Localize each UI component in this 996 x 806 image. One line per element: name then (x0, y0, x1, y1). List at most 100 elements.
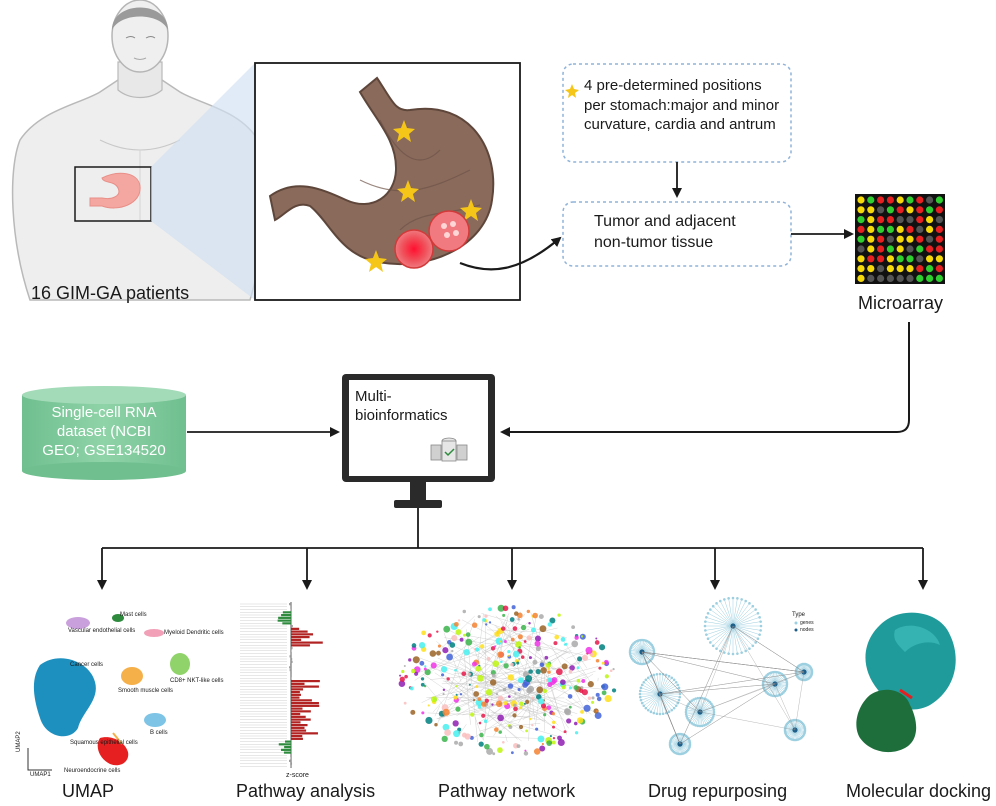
microarray-spot (867, 225, 875, 233)
drug-leaf-node (642, 704, 646, 708)
pathway-bar (291, 699, 312, 702)
drug-spoke (732, 625, 746, 652)
drug-leaf-node (642, 680, 646, 684)
network-node (535, 668, 541, 675)
pathway-bar (284, 740, 291, 743)
microarray-spot (877, 274, 885, 282)
drug-leaf-node (646, 708, 650, 712)
network-node (576, 678, 581, 683)
network-node (557, 613, 561, 617)
network-node (576, 717, 584, 724)
network-node (563, 708, 571, 715)
microarray-spot (916, 265, 924, 273)
network-node (547, 622, 553, 627)
network-node (554, 634, 560, 640)
drug-leaf-node (664, 673, 668, 677)
drug-leaf-node (754, 608, 757, 611)
drug-spoke (732, 625, 759, 639)
microarray-spot (886, 245, 895, 253)
drug-spoke (707, 613, 734, 627)
drug-spoke (653, 693, 661, 714)
network-node (517, 634, 523, 640)
microarray-spot (916, 235, 924, 243)
microarray-spot (926, 235, 934, 243)
drug-leaf-node (642, 662, 646, 666)
positions-line-2: per stomach:major and minor (584, 96, 780, 114)
network-node (492, 752, 496, 756)
drug-spoke (640, 693, 661, 698)
drug-leaf-node (690, 699, 694, 702)
microarray-spot (886, 225, 895, 233)
drug-leaf-node (759, 629, 762, 632)
monitor-line-2: bioinformatics (355, 406, 448, 424)
network-node (457, 619, 461, 622)
umap-panel (27, 614, 190, 771)
umap-label-cd8: CD8+ NKT-like cells (170, 678, 224, 684)
network-node (403, 701, 407, 705)
network-node (544, 655, 549, 660)
network-node (567, 694, 573, 699)
network-node (434, 723, 438, 727)
drug-leaf-node (775, 694, 779, 698)
dataset-text: Single-cell RNA dataset (NCBI GEO; GSE13… (24, 403, 184, 461)
drug-leaf-node (674, 680, 678, 684)
network-node (465, 632, 471, 637)
microarray-spot (926, 255, 934, 263)
network-node (573, 685, 579, 690)
network-node (514, 692, 517, 695)
pathway-bar (291, 710, 311, 713)
pathway-bar (291, 732, 318, 735)
network-node (596, 696, 602, 702)
network-edge (477, 613, 484, 668)
microarray-spot (896, 206, 904, 214)
drug-repurposing-network (628, 596, 814, 756)
network-node (541, 742, 545, 746)
drug-spoke (732, 625, 761, 631)
network-node (458, 741, 464, 747)
microarray-spot (867, 274, 875, 282)
network-edge (539, 639, 587, 677)
network-node (462, 609, 467, 614)
network-node (533, 748, 541, 755)
pathway-bar (291, 644, 310, 647)
network-node (581, 635, 584, 638)
output-label-pathway-network: Pathway network (438, 781, 576, 801)
network-node (604, 674, 609, 679)
drug-leaf-node (644, 706, 648, 710)
drug-cross-edge (641, 651, 776, 685)
network-node (517, 677, 524, 684)
network-edge (467, 644, 565, 716)
pathway-bar (291, 696, 300, 699)
network-node (612, 668, 615, 671)
drug-cross-edge (659, 683, 776, 695)
drug-legend-title: Type (792, 612, 806, 618)
network-node (485, 688, 493, 696)
network-node (494, 631, 500, 637)
pathway-bar (291, 680, 320, 683)
microarray-spot (867, 216, 875, 224)
network-node (551, 740, 556, 745)
drug-leaf-node (785, 680, 789, 684)
network-node (515, 641, 522, 648)
umap-label-vascular: Vascular endothelial cells (68, 628, 136, 634)
network-node (528, 622, 531, 625)
network-node (511, 605, 516, 610)
molecular-docking-icon (856, 612, 956, 753)
drug-cross-edge (679, 625, 734, 745)
network-node (560, 637, 566, 642)
drug-leaf-node (684, 710, 688, 714)
drug-spoke (732, 625, 742, 653)
drug-leaf-node (670, 708, 674, 712)
network-node (510, 662, 514, 667)
network-node (421, 711, 425, 715)
drug-leaf-node (706, 637, 710, 641)
drug-leaf-node (758, 633, 761, 636)
network-node (483, 719, 488, 723)
drug-leaf-node (696, 724, 700, 728)
stomach-inset (254, 62, 521, 301)
umap-cluster-squamous (97, 737, 129, 766)
drug-legend-item-1: nodes (800, 627, 814, 633)
pathway-bar (291, 625, 293, 628)
network-node (576, 666, 580, 670)
microarray-spot (886, 196, 895, 204)
